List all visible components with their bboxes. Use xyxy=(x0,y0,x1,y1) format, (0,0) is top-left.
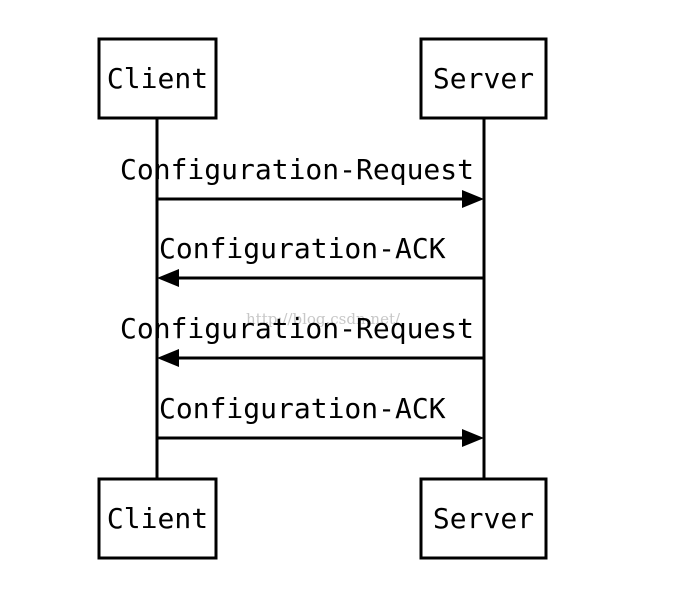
server-top-label: Server xyxy=(433,62,534,95)
server-top-actor: Server xyxy=(419,37,548,120)
message-3-label: Configuration-Request xyxy=(120,312,474,345)
server-top-box xyxy=(419,37,548,120)
client-bottom-box xyxy=(97,477,218,560)
server-bottom-actor: Server xyxy=(419,477,548,560)
message-3: Configuration-Request xyxy=(120,312,484,367)
client-bottom-label: Client xyxy=(107,502,208,535)
client-top-label: Client xyxy=(107,62,208,95)
server-bottom-box xyxy=(419,477,548,560)
message-2-label: Configuration-ACK xyxy=(159,232,446,265)
message-3-arrowhead xyxy=(157,349,179,367)
message-1-arrowhead xyxy=(462,190,484,208)
server-bottom-label: Server xyxy=(433,502,534,535)
message-2: Configuration-ACK xyxy=(157,232,484,287)
message-1-label: Configuration-Request xyxy=(120,153,474,186)
message-4: Configuration-ACK xyxy=(157,392,484,447)
watermark-text: http://blog.csdn.net/ xyxy=(246,310,401,328)
client-bottom-actor: Client xyxy=(97,477,218,560)
message-4-arrowhead xyxy=(462,429,484,447)
message-2-arrowhead xyxy=(157,269,179,287)
client-top-actor: Client xyxy=(97,37,218,120)
message-4-label: Configuration-ACK xyxy=(159,392,446,425)
message-1: Configuration-Request xyxy=(120,153,484,208)
client-top-box xyxy=(97,37,218,120)
